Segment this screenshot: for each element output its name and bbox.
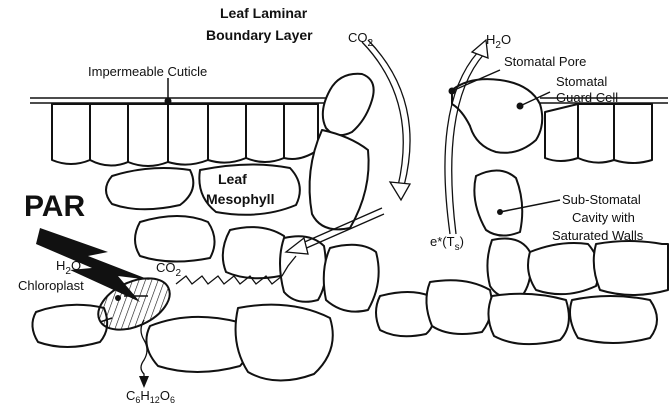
guard-cell-right (452, 79, 542, 153)
glucose-arrowhead (139, 376, 149, 388)
guard-cell-label-line2: Guard Cell (556, 90, 618, 105)
co2-arrow-stroke-b (368, 40, 410, 186)
mesophyll-cell (570, 296, 657, 343)
h2o-chloroplast-label: H2O (56, 258, 81, 277)
mesophyll-cell (376, 292, 434, 336)
glucose-o-count: 6 (170, 395, 175, 404)
stomatal-pore-label: Stomatal Pore (504, 54, 586, 69)
mesophyll-cell (426, 280, 491, 334)
mesophyll-cell (488, 294, 568, 344)
epidermal-cell (90, 104, 128, 166)
mesophyll-cell (528, 243, 599, 294)
co2-chloroplast-label: CO2 (156, 260, 182, 279)
epidermal-cell (545, 104, 578, 161)
e-star-rest: *(T (437, 234, 454, 249)
mesophyll-cell (310, 130, 369, 229)
mesophyll-cell (474, 170, 522, 235)
mesophyll-cell (146, 317, 249, 372)
cuticle-pointer-dot (165, 98, 172, 105)
epidermal-cell (208, 104, 246, 163)
mesophyll-cells (32, 130, 668, 381)
sub-stomatal-label-line3: Saturated Walls (552, 228, 644, 243)
co2-arrowhead (390, 182, 410, 200)
mesophyll-label-line1: Leaf (218, 171, 247, 187)
co2-top-text: CO (348, 30, 368, 45)
mesophyll-cell (199, 164, 300, 214)
par-label: PAR (24, 190, 85, 223)
guard-cell-label-line1: Stomatal (556, 74, 607, 89)
saturation-vapor-label: e*(Ts) (430, 234, 464, 253)
e-star-end: ) (460, 234, 464, 249)
mesophyll-cell (32, 305, 107, 347)
co2-chloro-text: CO (156, 260, 176, 275)
h2o-top-label: H2O (486, 32, 511, 51)
glucose-squiggle (141, 320, 147, 380)
boundary-layer-label-line2: Boundary Layer (206, 27, 313, 43)
h2o-top-h: H (486, 32, 495, 47)
mesophyll-cell (223, 227, 287, 278)
chloroplast-pointer-dot (115, 295, 121, 301)
epidermal-cell (246, 104, 284, 162)
glucose-h-count: 12 (150, 395, 160, 404)
guard-cell-left (323, 74, 374, 135)
epidermal-cell (128, 104, 168, 166)
epidermal-cell (614, 104, 652, 163)
epidermal-cell (168, 104, 208, 165)
glucose-h: H (140, 388, 149, 403)
glucose-o: O (160, 388, 170, 403)
e-star-e: e (430, 234, 437, 249)
mesophyll-cell (487, 239, 531, 298)
glucose-c: C (126, 388, 135, 403)
mesophyll-cell (135, 216, 215, 262)
mesophyll-cell (594, 241, 668, 295)
boundary-layer-label-line1: Leaf Laminar (220, 5, 308, 21)
co2-chloro-subscript: 2 (176, 268, 182, 279)
glucose-label: C6H12O6 (126, 388, 175, 404)
impermeable-cuticle-label: Impermeable Cuticle (88, 64, 207, 79)
co2-top-label: CO2 (348, 30, 374, 49)
co2-top-subscript: 2 (368, 38, 374, 49)
sub-stomatal-label-line2: Cavity with (572, 210, 635, 225)
mesophyll-cell (236, 305, 333, 381)
guard-cells (323, 70, 550, 153)
mesophyll-cell (106, 168, 193, 209)
mesophyll-label-line2: Mesophyll (206, 191, 274, 207)
chloroplast-label: Chloroplast (18, 278, 84, 293)
h2o-chloro-h: H (56, 258, 65, 273)
h2o-arrow-stroke-a (445, 52, 478, 234)
h2o-chloro-o: O (71, 258, 81, 273)
sub-stomatal-label-line1: Sub-Stomatal (562, 192, 641, 207)
mesophyll-cell (324, 245, 379, 312)
epidermal-cell (52, 104, 90, 164)
h2o-top-o: O (501, 32, 511, 47)
epidermal-cell (284, 104, 318, 159)
epidermal-cell (578, 104, 614, 163)
